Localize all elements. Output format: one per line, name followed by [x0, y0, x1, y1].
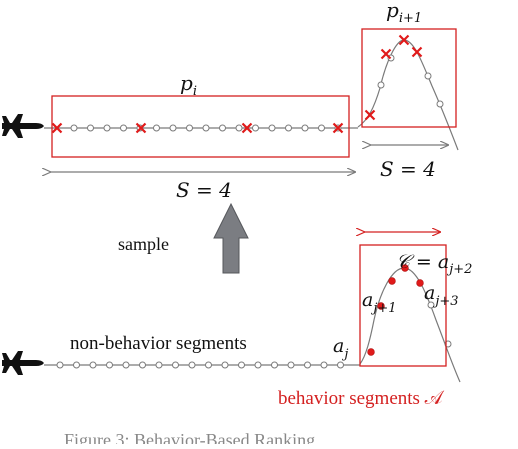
trajectory-point: [285, 124, 292, 132]
trajectory-point: [188, 361, 196, 369]
trajectory-point: [268, 124, 276, 132]
sampled-cross-mark: [380, 48, 392, 60]
trajectory-point: [169, 124, 177, 132]
trajectory-point: [252, 124, 259, 132]
segment-box-p-i-plus-1: [361, 28, 457, 128]
top-trajectory: pi pi+1 S = 4 S = 4: [2, 0, 459, 202]
trajectory-point: [318, 124, 325, 132]
label-p-i-plus-1: pi+1: [386, 0, 422, 26]
sampled-cross-mark: [51, 122, 63, 134]
trajectory-point: [301, 124, 309, 132]
trajectory-point: [155, 361, 163, 369]
sampled-cross-mark: [135, 122, 147, 134]
trajectory-point: [122, 361, 130, 369]
label-a-j: aj: [333, 335, 348, 362]
label-p-i: pi: [180, 71, 197, 99]
trajectory-point: [186, 124, 193, 132]
trajectory-point: [219, 124, 226, 132]
figure-caption: Figure 3: Behavior-Based Ranking: [64, 430, 315, 444]
behavior-points: [367, 264, 424, 356]
trajectory-point: [254, 361, 262, 369]
trajectory-point: [106, 361, 113, 369]
behavior-label: behavior segments 𝒜: [278, 388, 445, 409]
trajectory-point: [153, 124, 160, 132]
trajectory-point: [172, 361, 179, 369]
trajectory-point: [221, 361, 229, 369]
sampled-cross-mark: [332, 122, 344, 134]
trajectory-point: [89, 361, 97, 369]
sample-label: sample: [118, 234, 169, 254]
sample-step: sample: [118, 202, 249, 274]
stride-label-left: S = 4: [176, 178, 232, 202]
trajectory-point: [235, 124, 243, 132]
trajectory-point: [103, 124, 111, 132]
airplane-icon: [2, 114, 44, 138]
trajectory-point: [202, 124, 210, 132]
trajectory-point: [238, 361, 245, 369]
airplane-icon: [2, 351, 44, 375]
trajectory-point: [304, 361, 311, 369]
trajectory-point: [271, 361, 278, 369]
trajectory-point: [320, 361, 328, 369]
up-arrow-icon: [213, 202, 249, 274]
bottom-trajectory-points: [56, 361, 344, 369]
non-behavior-label: non-behavior segments: [70, 333, 247, 354]
sampled-cross-mark: [411, 46, 423, 58]
sampled-cross-mark: [364, 109, 376, 121]
bottom-trajectory: 𝒞 = aj+2 aj+1 aj+3 aj non-behavior segme…: [2, 232, 472, 409]
label-c-equals-a-j-plus-2: 𝒞 = aj+2: [396, 251, 472, 277]
trajectory-point: [120, 124, 127, 132]
trajectory-point: [56, 361, 64, 369]
trajectory-point: [87, 124, 94, 132]
trajectory-point: [70, 124, 78, 132]
sampled-cross-mark: [398, 34, 410, 46]
trajectory-point: [205, 361, 212, 369]
label-a-j-plus-1: aj+1: [362, 289, 397, 316]
sampled-point-crosses: [51, 34, 423, 134]
segment-box-p-i: [51, 95, 350, 158]
trajectory-point: [73, 361, 80, 369]
label-a-j-plus-3: aj+3: [424, 282, 459, 309]
trajectory-point: [139, 361, 146, 369]
trajectory-point: [287, 361, 295, 369]
trajectory-point: [337, 361, 344, 369]
sampled-cross-mark: [241, 122, 253, 134]
behavior-box: [359, 244, 447, 367]
stride-label-right: S = 4: [380, 157, 436, 181]
